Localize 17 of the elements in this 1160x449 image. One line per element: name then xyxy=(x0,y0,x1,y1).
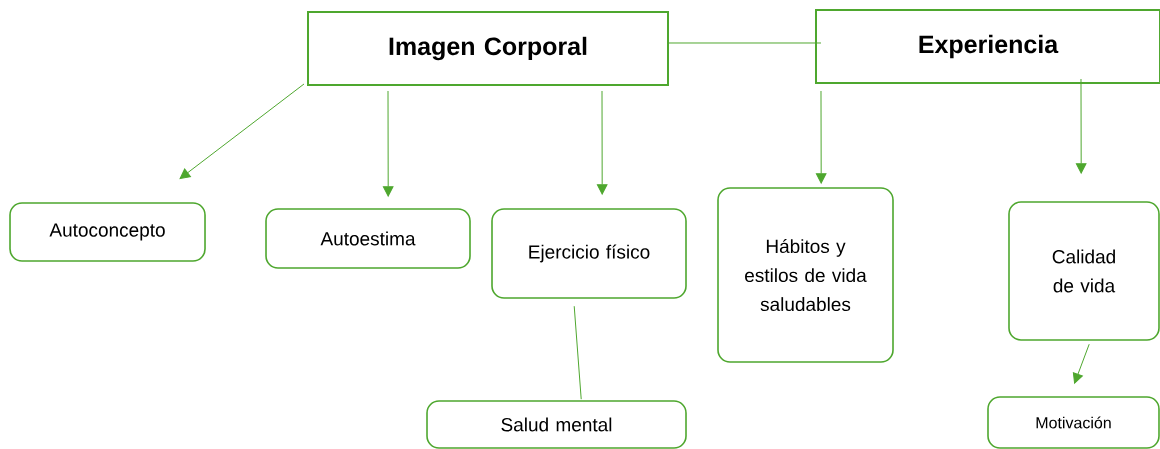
connector-line xyxy=(666,42,822,44)
arrow xyxy=(1072,343,1090,384)
arrow xyxy=(382,90,394,197)
concept-box: Autoconcepto xyxy=(9,202,206,262)
title-box: Experiencia xyxy=(815,9,1160,84)
connector-line xyxy=(573,305,582,400)
arrow xyxy=(179,83,305,179)
arrow xyxy=(815,90,827,184)
arrow xyxy=(596,90,608,195)
concept-box: Ejercicio físico xyxy=(491,208,687,299)
concept-box: Calidad de vida xyxy=(1008,201,1160,341)
concept-box: Hábitos y estilos de vida saludables xyxy=(717,187,894,363)
arrow xyxy=(1075,78,1087,174)
concept-box: Salud mental xyxy=(426,400,687,449)
concept-box: Motivación xyxy=(987,396,1160,449)
concept-box: Autoestima xyxy=(265,208,471,269)
title-box: Imagen Corporal xyxy=(307,11,669,86)
